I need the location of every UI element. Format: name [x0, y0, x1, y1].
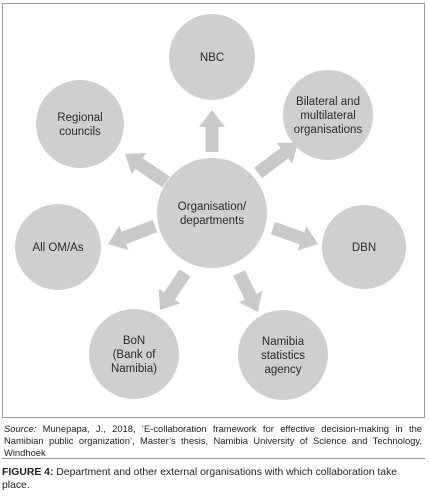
arrow-to-dbn — [270, 221, 318, 251]
arrow-to-namibia-statistics — [233, 270, 263, 312]
diagram-frame — [2, 3, 425, 418]
arrow-to-nbc — [199, 110, 225, 152]
source-note-text: Munepapa, J., 2018, ‘E-collaboration fra… — [4, 423, 422, 458]
collaboration-diagram: Organisation/departments NBC Bilateral and… — [15, 14, 406, 400]
center-node — [157, 158, 267, 268]
arrow-to-bon — [158, 269, 191, 310]
node-namibia-statistics — [238, 310, 328, 400]
node-all-om-as — [15, 204, 101, 290]
node-nbc — [169, 14, 255, 100]
divider — [2, 458, 425, 459]
node-bilateral — [283, 70, 373, 160]
center-node-label: Organisation/departments — [178, 201, 247, 227]
node-regional-councils — [36, 80, 124, 168]
source-note: Source: Munepapa, J., 2018, ‘E-collabora… — [4, 423, 422, 459]
node-dbn-label: DBN — [352, 242, 376, 254]
source-note-label: Source: — [4, 423, 37, 434]
node-dbn — [322, 205, 406, 289]
arrow-to-regional-councils — [125, 152, 170, 188]
node-bon — [89, 309, 179, 399]
node-nbc-label: NBC — [200, 52, 224, 64]
figure-caption-text: Department and other external organisati… — [2, 467, 398, 491]
node-all-om-as-label: All OM/As — [32, 242, 83, 254]
figure-caption-label: FIGURE 4: — [2, 467, 54, 478]
arrow-to-bilateral — [254, 142, 298, 179]
figure-caption: FIGURE 4: Department and other external … — [2, 466, 426, 492]
arrow-to-all-om-as — [108, 219, 158, 251]
